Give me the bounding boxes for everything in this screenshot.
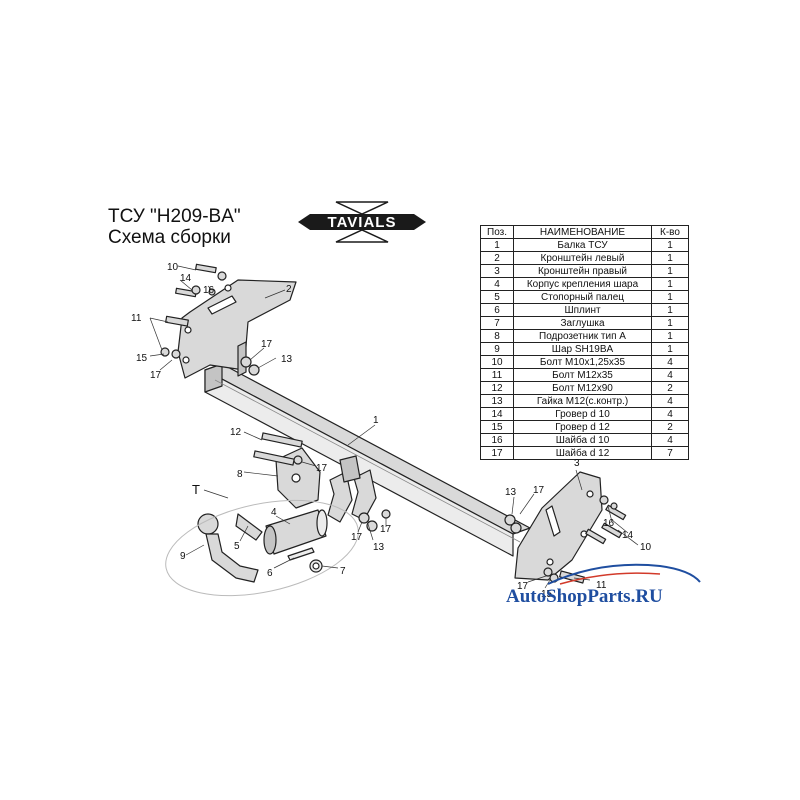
- callout-6: 6: [267, 568, 273, 579]
- callout-3: 3: [574, 458, 580, 469]
- row-position: 17: [480, 446, 514, 460]
- row-quantity: 7: [651, 446, 689, 460]
- locking-pin-part: [235, 513, 263, 541]
- callout-17: 17: [316, 463, 328, 474]
- callout-17: 17: [533, 485, 545, 496]
- callout-16: 16: [203, 285, 215, 296]
- callout-12: 12: [230, 427, 242, 438]
- leader-lines: [149, 265, 639, 589]
- logo-text: TAVIALS: [328, 214, 397, 231]
- tow-ball-part: [197, 513, 259, 583]
- callout-17: 17: [351, 532, 363, 543]
- callout-13: 13: [281, 354, 293, 365]
- watermark-car-graphic: [547, 563, 701, 585]
- row-name: Шайба d 12: [513, 446, 652, 460]
- tavials-logo: TAVIALS: [298, 201, 426, 243]
- callout-11: 11: [131, 313, 142, 324]
- callout-14: 14: [180, 273, 192, 284]
- left-bracket-part: [177, 279, 297, 379]
- callout-11: 11: [596, 580, 607, 591]
- callout-15: 15: [541, 589, 553, 600]
- callout-9: 9: [180, 551, 186, 562]
- callout-17: 17: [150, 370, 162, 381]
- bolts: [165, 263, 627, 584]
- callout-14: 14: [622, 530, 634, 541]
- split-pin-part: [287, 547, 315, 561]
- callout-7: 7: [340, 566, 346, 577]
- callout-17: 17: [261, 339, 273, 350]
- callout-T: T: [192, 482, 200, 497]
- ball-assembly-outline: [165, 499, 359, 597]
- center-hanger-part: [327, 455, 377, 523]
- ball-housing-part: [263, 509, 328, 555]
- callout-4: 4: [271, 507, 277, 518]
- row-quantity: 2: [651, 420, 689, 434]
- callout-labels: 1 2 3 4 5 6 7 8 9 T 10 10 11 11 12 13 13…: [131, 262, 652, 600]
- callout-2: 2: [286, 284, 292, 295]
- callout-8: 8: [237, 469, 243, 480]
- callout-5: 5: [234, 541, 240, 552]
- diagram-title: ТСУ "H209-BA": [108, 206, 241, 227]
- callout-16: 16: [603, 518, 615, 529]
- watermark: AutoShopParts.RU: [506, 586, 663, 607]
- row-quantity: 4: [651, 368, 689, 382]
- callout-10: 10: [167, 262, 179, 273]
- callout-10: 10: [640, 542, 652, 553]
- right-bracket-part: [514, 471, 603, 581]
- callout-15: 15: [136, 353, 148, 364]
- callout-17: 17: [517, 581, 529, 592]
- diagram-subtitle: Схема сборки: [108, 227, 231, 248]
- callout-17: 17: [380, 524, 392, 535]
- callout-13: 13: [373, 542, 385, 553]
- callout-1: 1: [373, 415, 379, 426]
- callout-13: 13: [505, 487, 517, 498]
